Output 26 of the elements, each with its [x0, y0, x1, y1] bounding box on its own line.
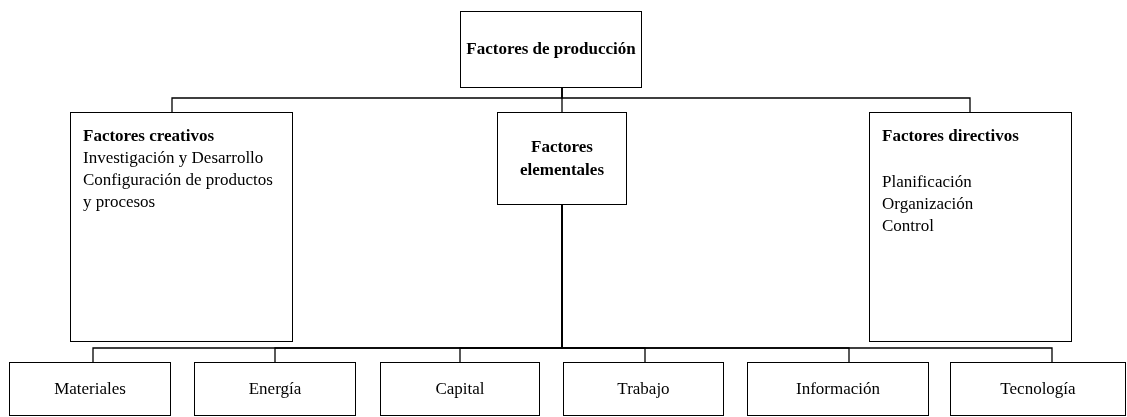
box-label: Energía	[248, 377, 302, 400]
box-heading: Factores de producción	[466, 38, 636, 61]
box-heading: Factores elementales	[519, 136, 605, 181]
connector-line	[561, 87, 971, 113]
node-box	[380, 362, 540, 416]
box-label: Capital	[435, 377, 485, 400]
box-label: Trabajo	[617, 377, 670, 400]
node-box	[194, 362, 356, 416]
node-box	[747, 362, 929, 416]
list-item: Organización	[882, 193, 975, 216]
node-box	[460, 11, 642, 88]
list-item: Configuración de productos y procesos	[83, 169, 274, 214]
list-item: Investigación y Desarrollo	[83, 147, 265, 170]
box-heading: Factores directivos	[882, 125, 1020, 147]
box-label: Materiales	[54, 377, 126, 400]
node-box	[869, 112, 1072, 342]
list-item: Planificación	[882, 171, 973, 194]
list-item: Control	[882, 215, 935, 238]
node-box	[563, 362, 724, 416]
box-label: Tecnología	[1000, 377, 1076, 400]
node-box	[70, 112, 293, 342]
node-box	[9, 362, 171, 416]
box-heading: Factores creativos	[83, 125, 216, 147]
node-box	[950, 362, 1126, 416]
box-label: Información	[796, 377, 880, 400]
node-box	[497, 112, 627, 205]
